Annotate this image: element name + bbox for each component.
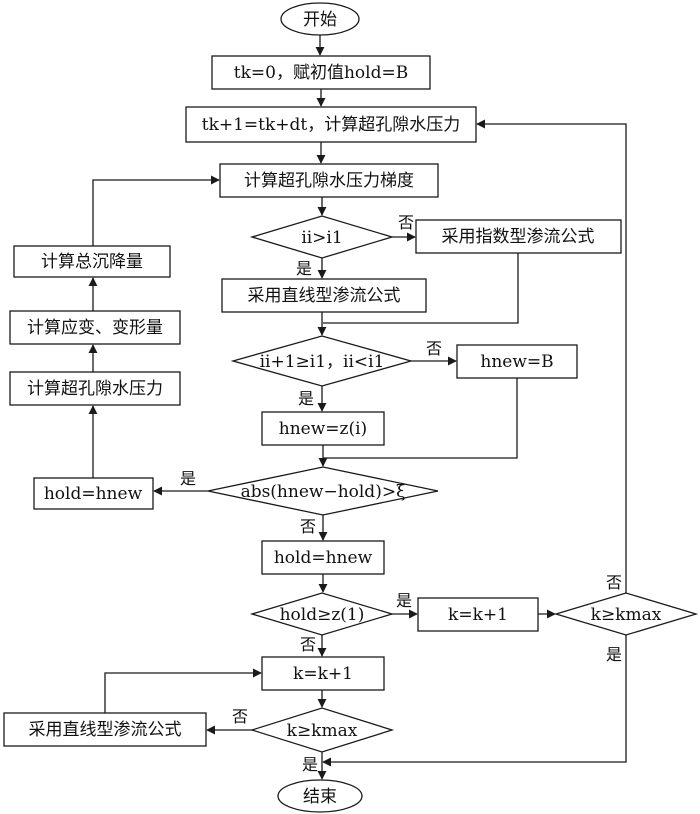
calc-gradient-label: 计算超孔隙水压力梯度	[244, 171, 414, 191]
no-label-range: 否	[426, 339, 442, 358]
hold-update-box-mid	[261, 540, 385, 575]
no-label-kmax-bottom: 否	[232, 707, 248, 726]
line-exp-merge	[323, 253, 519, 324]
line-hnewb-merge	[323, 378, 518, 459]
kmax-decision-label-bottom: k≥kmax	[287, 721, 358, 741]
gradient-decision-label: ii>i1	[301, 228, 342, 248]
end-terminal	[277, 779, 363, 813]
calc-settlement-label: 计算总沉降量	[41, 252, 143, 272]
no-label-gradient: 否	[398, 213, 414, 232]
abs-decision-label: abs(hnew−hold)>ξ	[241, 482, 406, 502]
yes-label-hold: 是	[396, 591, 412, 610]
abs-decision	[207, 466, 439, 516]
arrow-settlement-gradient	[92, 175, 220, 246]
start-label: 开始	[303, 10, 337, 30]
arrow-kmaxright-end	[322, 635, 627, 767]
linear-formula-label-2: 采用直线型渗流公式	[29, 720, 182, 740]
kmax-decision-bottom	[249, 707, 395, 753]
hnew-z-label: hnew=z(i)	[279, 419, 367, 439]
end-label: 结束	[303, 787, 337, 807]
hold-decision-label: hold≥z(1)	[280, 605, 365, 625]
init-label: tk=0，赋初值hold=B	[234, 63, 408, 83]
k-inc-box-right	[417, 597, 539, 632]
yes-label-abs: 是	[180, 469, 196, 488]
hnew-z-box	[261, 411, 385, 446]
no-label-kmax-right: 否	[606, 573, 622, 592]
exp-formula-label: 采用指数型渗流公式	[442, 227, 595, 247]
calc-strain-box	[9, 310, 181, 345]
calc-settlement-box	[13, 245, 171, 278]
k-inc-label-right: k=k+1	[448, 605, 508, 625]
yes-label-gradient: 是	[296, 259, 312, 278]
kmax-decision-right	[553, 592, 699, 636]
k-inc-box-mid	[261, 656, 385, 691]
linear-formula-label-1: 采用直线型渗流公式	[248, 286, 401, 306]
time-step-label: tk+1=tk+dt，计算超孔隙水压力	[202, 115, 461, 135]
yes-label-kmax-right: 是	[606, 645, 622, 664]
range-decision-label: ii+1≥i1，ii<i1	[260, 352, 385, 372]
yes-label-range: 是	[298, 389, 314, 408]
calc-strain-label: 计算应变、变形量	[27, 318, 163, 338]
time-step-box	[185, 106, 477, 143]
linear-formula-box-1	[221, 278, 427, 313]
k-inc-label-mid: k=k+1	[293, 664, 353, 684]
hnew-b-box	[456, 344, 578, 379]
calc-pressure-label: 计算超孔隙水压力	[27, 379, 163, 399]
arrow-kmaxright-timestep	[476, 119, 627, 593]
hold-update-label-left: hold=hnew	[44, 484, 143, 504]
yes-label-kmax-bottom: 是	[302, 755, 318, 774]
no-label-hold: 否	[300, 635, 316, 654]
calc-gradient-box	[219, 163, 439, 198]
init-box	[211, 55, 431, 90]
no-label-abs: 否	[300, 517, 316, 536]
hold-update-label-mid: hold=hnew	[274, 548, 373, 568]
hnew-b-label: hnew=B	[480, 352, 553, 372]
kmax-decision-label-right: k≥kmax	[591, 605, 662, 625]
arrow-linear2-kmid	[104, 668, 262, 713]
calc-pressure-box	[9, 371, 181, 406]
